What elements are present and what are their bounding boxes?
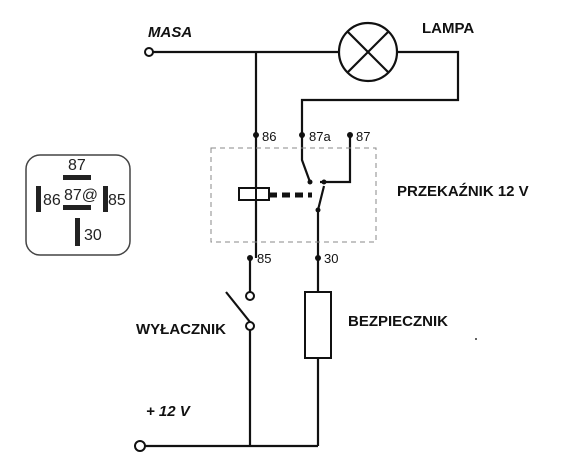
supply-terminal — [134, 440, 146, 452]
pin-87a-dot — [299, 132, 305, 138]
pin-label-87: 87 — [356, 129, 370, 144]
pin-label-87a: 87a — [309, 129, 331, 144]
label-plus12v: + 12 V — [146, 403, 192, 420]
socket-pin-87-bar — [63, 175, 91, 180]
stray-mark — [475, 338, 477, 340]
socket-label-85: 85 — [108, 192, 126, 209]
fuse-icon — [304, 291, 332, 359]
socket-pin-86-bar — [36, 186, 41, 212]
pin-label-86: 86 — [262, 129, 276, 144]
contact-87a-dot — [307, 179, 313, 185]
socket-label-30: 30 — [84, 227, 102, 244]
pin-label-85: 85 — [257, 251, 271, 266]
pin-85-dot — [247, 255, 253, 261]
label-bezpiecznik: BEZPIECZNIK — [348, 313, 448, 330]
switch-icon — [225, 291, 255, 331]
pin-label-30: 30 — [324, 251, 338, 266]
socket-label-86: 86 — [43, 192, 61, 209]
lamp-icon — [337, 21, 399, 83]
socket-label-87: 87 — [68, 157, 86, 174]
relay-enclosure — [210, 147, 377, 243]
socket-pin-85-bar — [103, 186, 108, 212]
wire-87a — [300, 135, 312, 183]
wire-87 — [320, 135, 352, 184]
wiring — [140, 50, 460, 448]
socket-pin-30-bar — [75, 218, 80, 246]
pin-30-dot — [315, 255, 321, 261]
masa-terminal — [144, 47, 154, 57]
socket-label-87a: 87@ — [64, 187, 98, 204]
label-lampa: LAMPA — [422, 20, 474, 37]
relay-socket-inset: 87 86 87@ 85 30 — [25, 154, 131, 256]
label-masa: MASA — [148, 24, 192, 41]
pin-86-dot — [253, 132, 259, 138]
relay-armature — [316, 185, 326, 211]
contact-87-dot — [321, 179, 327, 185]
contact-30-dot — [315, 207, 321, 213]
relay-coil — [238, 187, 270, 201]
label-wylacznik: WYŁACZNIK — [136, 321, 226, 338]
pin-87-dot — [347, 132, 353, 138]
label-przekaznik: PRZEKAŹNIK 12 V — [397, 183, 529, 200]
socket-pin-87a-bar — [63, 205, 91, 210]
lamp-return-wire — [300, 50, 460, 135]
